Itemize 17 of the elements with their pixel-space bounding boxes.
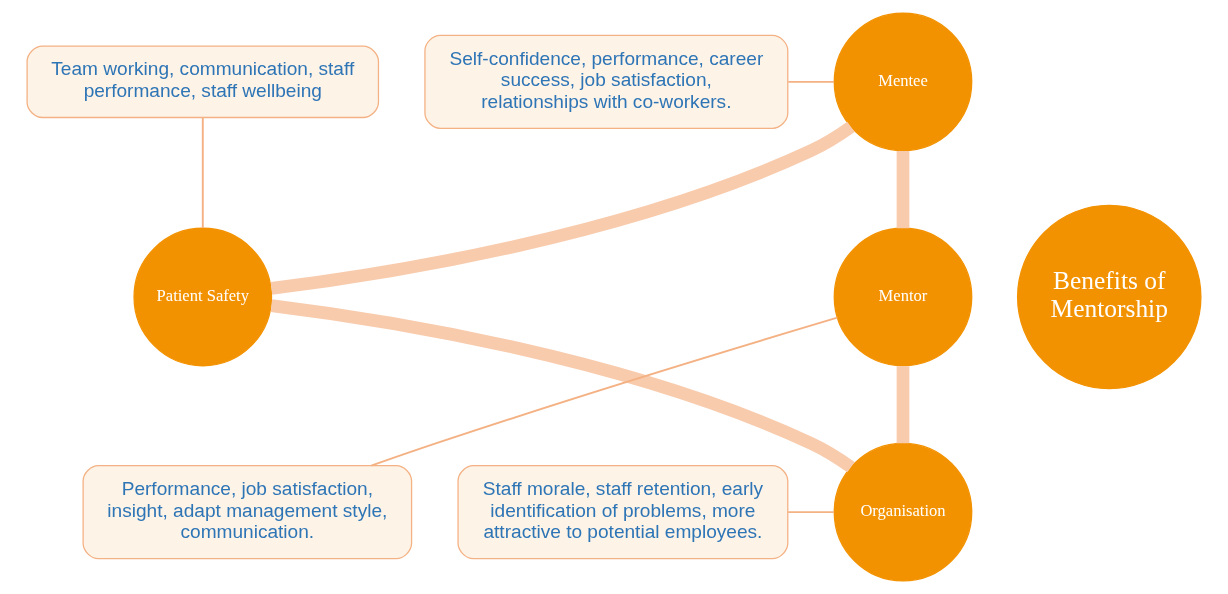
connector bbox=[270, 121, 855, 295]
node-box: Self-confidence, performance, career success, job satisfaction, relationships with co-workers. bbox=[424, 34, 789, 129]
connector bbox=[896, 366, 910, 444]
connector bbox=[896, 150, 910, 229]
node-circle: Organisation bbox=[833, 442, 973, 582]
node-circle: Benefits of Mentorship bbox=[1016, 204, 1202, 390]
node-box: Performance, job satisfaction, insight, adapt management style, communication. bbox=[82, 465, 413, 560]
connector bbox=[270, 299, 855, 473]
connector bbox=[787, 80, 835, 83]
node-circle: Patient Safety bbox=[133, 227, 273, 367]
connector bbox=[787, 511, 835, 514]
node-circle: Mentor bbox=[833, 227, 973, 367]
node-circle: Mentee bbox=[833, 12, 973, 152]
connector bbox=[370, 316, 839, 467]
connector bbox=[201, 116, 204, 229]
node-box: Team working, communication, staff performance, staff wellbeing bbox=[26, 45, 380, 119]
node-box: Staff morale, staff retention, early identification of problems, more attractive to potential employees. bbox=[457, 465, 789, 560]
